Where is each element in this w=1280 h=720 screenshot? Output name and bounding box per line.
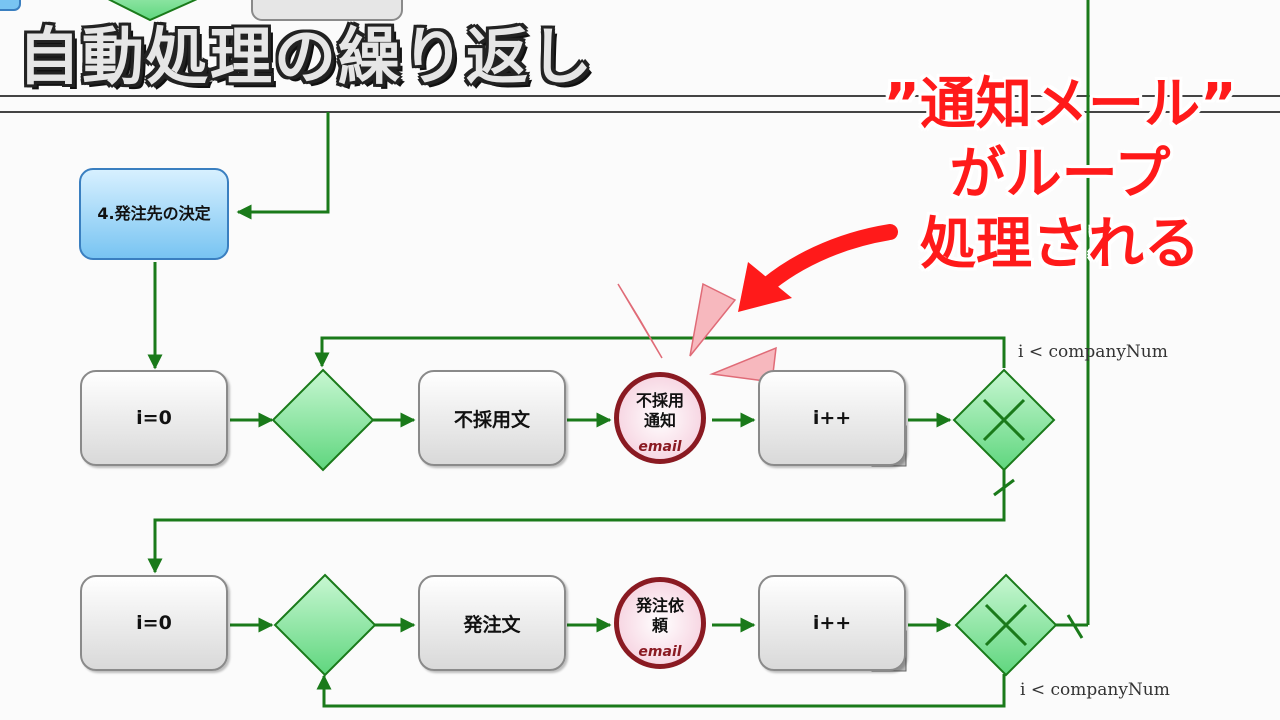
highlight-ray [617, 283, 663, 359]
rejection-email-task[interactable]: 不採用通知 email [614, 372, 706, 464]
increment-task[interactable]: i++ [758, 575, 906, 671]
partial-task [251, 0, 403, 21]
partial-gateway [108, 0, 198, 22]
increment-task[interactable]: i++ [758, 370, 906, 466]
decide-supplier-task[interactable]: 4.発注先の決定 [79, 168, 229, 260]
loop-condition: i < companyNum [1018, 342, 1168, 362]
highlight-ray [709, 346, 777, 383]
flow-line [314, 336, 1006, 368]
callout-arrowhead [738, 262, 792, 312]
merge-gateway [271, 368, 375, 472]
highlight-ray [689, 282, 737, 357]
callout-text: ”通知メール” がループ 処理される [840, 70, 1280, 280]
flow-line [236, 112, 330, 220]
exclusive-gateway [952, 368, 1056, 472]
task-label: i=0 [136, 407, 172, 429]
task-label: i++ [812, 407, 852, 429]
rejection-text-task[interactable]: 不採用文 [418, 370, 566, 466]
callout-line: ”通知メール” [883, 72, 1237, 137]
email-tag: email [638, 644, 682, 660]
task-label: i=0 [136, 612, 172, 634]
exclusive-gateway [954, 573, 1058, 677]
order-text-task[interactable]: 発注文 [418, 575, 566, 671]
partial-task [0, 0, 21, 11]
email-tag: email [638, 439, 682, 455]
task-label: 発注文 [463, 613, 521, 636]
page-title: 自動処理の繰り返し [18, 20, 595, 93]
loop-condition: i < companyNum [1020, 680, 1170, 700]
task-label: 発注依頼 [635, 596, 684, 635]
merge-gateway [273, 573, 377, 677]
flow-line [316, 674, 1006, 708]
order-email-task[interactable]: 発注依頼 email [614, 577, 706, 669]
callout-line: 処理される [920, 212, 1200, 277]
flow-line [147, 470, 1006, 574]
task-label: 不採用文 [453, 408, 530, 431]
task-label: i++ [812, 612, 852, 634]
init-task[interactable]: i=0 [80, 370, 228, 466]
default-flow-mark [1066, 614, 1084, 639]
callout-line: がループ [949, 142, 1171, 207]
task-label: 不採用通知 [635, 391, 684, 430]
default-flow-mark [993, 478, 1015, 497]
task-label: 4.発注先の決定 [97, 204, 211, 223]
init-task[interactable]: i=0 [80, 575, 228, 671]
